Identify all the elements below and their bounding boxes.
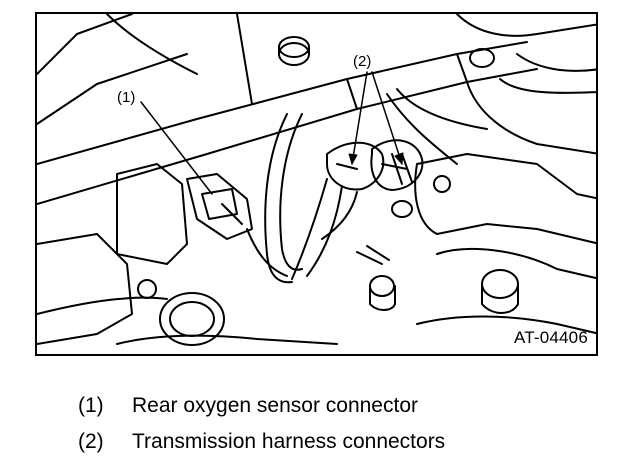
leader-line-2b	[371, 71, 403, 165]
leader-line-1	[140, 101, 213, 195]
callout-label-1: (1)	[117, 89, 136, 106]
callout-label-2: (2)	[353, 53, 372, 70]
legend-item: (1) Rear oxygen sensor connector	[78, 388, 445, 424]
figure-frame: (1) (2) AT-04406	[35, 12, 598, 356]
legend: (1) Rear oxygen sensor connector (2) Tra…	[78, 388, 445, 460]
legend-text: Transmission harness connectors	[132, 430, 446, 453]
leader-line-2a	[351, 71, 368, 165]
legend-item: (2) Transmission harness connectors	[78, 424, 445, 460]
figure-code: AT-04406	[513, 328, 588, 347]
legend-text: Rear oxygen sensor connector	[132, 394, 418, 417]
legend-number: (1)	[78, 394, 104, 417]
legend-number: (2)	[78, 430, 104, 453]
engine-bay-illustration	[37, 14, 596, 346]
